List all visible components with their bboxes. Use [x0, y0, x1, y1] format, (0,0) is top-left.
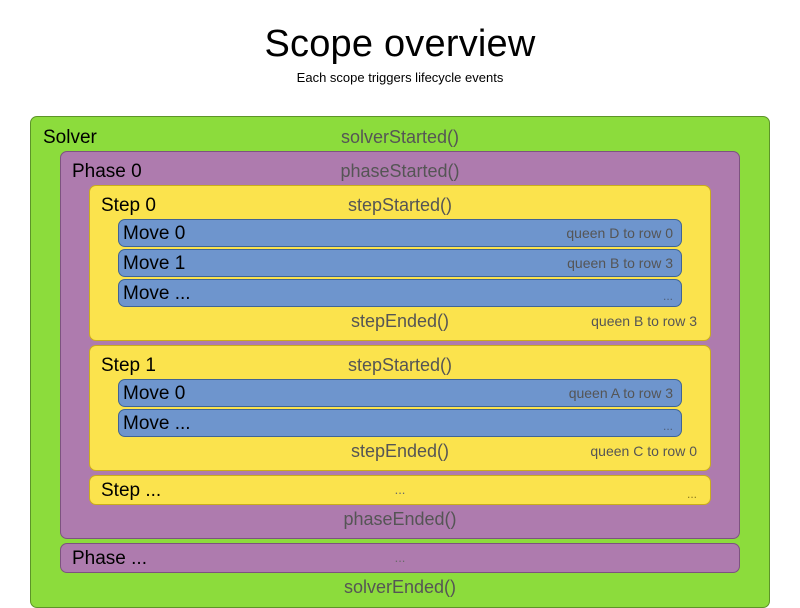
- page-title: Scope overview: [264, 23, 536, 65]
- step-scope-ellipsis[interactable]: Step ... ... ...: [89, 475, 711, 505]
- move-detail: ...: [662, 289, 673, 303]
- step-started-event: stepStarted(): [347, 195, 453, 215]
- step-scope[interactable]: Step 0 stepStarted() Move 0 queen D to r…: [89, 185, 711, 341]
- step-footer-row: stepEnded() queen C to row 0: [97, 437, 703, 465]
- move-label: Move 0: [123, 222, 186, 244]
- phase-list: Phase 0 phaseStarted() Step 0 stepStarte…: [39, 151, 761, 573]
- solver-ended-event: solverEnded(): [343, 577, 457, 597]
- solver-footer-row: solverEnded(): [39, 573, 761, 601]
- move-label: Move ...: [123, 412, 191, 434]
- move-scope[interactable]: Move 0 queen A to row 3: [118, 379, 682, 407]
- solver-started-event: solverStarted(): [340, 127, 460, 147]
- move-label: Move 0: [123, 382, 186, 404]
- phase-scope-ellipsis[interactable]: Phase ... ...: [60, 543, 740, 573]
- move-label: Move ...: [123, 282, 191, 304]
- phase-started-event: phaseStarted(): [340, 161, 460, 181]
- move-scope-ellipsis[interactable]: Move ... ...: [118, 279, 682, 307]
- step-ended-detail: queen C to row 0: [590, 443, 697, 459]
- move-label: Move 1: [123, 252, 186, 274]
- step-started-event: stepStarted(): [347, 355, 453, 375]
- move-scope-ellipsis[interactable]: Move ... ...: [118, 409, 682, 437]
- title-block: Scope overview Each scope triggers lifec…: [0, 0, 800, 87]
- step-label: Step ...: [101, 479, 162, 501]
- phase-header-row: Phase 0 phaseStarted(): [68, 157, 732, 185]
- move-list: Move 0 queen D to row 0 Move 1 queen B t…: [97, 219, 703, 307]
- solver-label: Solver: [43, 126, 97, 148]
- step-list: Step 0 stepStarted() Move 0 queen D to r…: [68, 185, 732, 505]
- phase-ended-event: phaseEnded(): [343, 509, 457, 529]
- solver-scope[interactable]: Solver solverStarted() Phase 0 phaseStar…: [30, 116, 770, 608]
- move-scope[interactable]: Move 1 queen B to row 3: [118, 249, 682, 277]
- step-footer-row: stepEnded() queen B to row 3: [97, 307, 703, 335]
- page-subtitle: Each scope triggers lifecycle events: [296, 70, 504, 85]
- phase-scope[interactable]: Phase 0 phaseStarted() Step 0 stepStarte…: [60, 151, 740, 539]
- step-label: Step 0: [101, 194, 156, 216]
- step-ellipsis-center: ...: [394, 482, 406, 497]
- scope-overview-diagram: Solver solverStarted() Phase 0 phaseStar…: [30, 116, 770, 608]
- step-ellipsis-detail: ...: [686, 487, 697, 501]
- phase-label: Phase ...: [72, 547, 147, 569]
- move-list: Move 0 queen A to row 3 Move ... ...: [97, 379, 703, 437]
- move-detail: queen B to row 3: [567, 255, 673, 271]
- step-ended-detail: queen B to row 3: [591, 313, 697, 329]
- step-label: Step 1: [101, 354, 156, 376]
- move-detail: queen A to row 3: [568, 385, 673, 401]
- solver-header-row: Solver solverStarted(): [39, 123, 761, 151]
- move-detail: queen D to row 0: [566, 225, 673, 241]
- phase-label: Phase 0: [72, 160, 142, 182]
- phase-ellipsis-center: ...: [394, 550, 406, 565]
- move-detail: ...: [662, 419, 673, 433]
- move-scope[interactable]: Move 0 queen D to row 0: [118, 219, 682, 247]
- step-header-row: Step 1 stepStarted(): [97, 351, 703, 379]
- phase-footer-row: phaseEnded(): [68, 505, 732, 533]
- step-scope[interactable]: Step 1 stepStarted() Move 0 queen A to r…: [89, 345, 711, 471]
- step-header-row: Step 0 stepStarted(): [97, 191, 703, 219]
